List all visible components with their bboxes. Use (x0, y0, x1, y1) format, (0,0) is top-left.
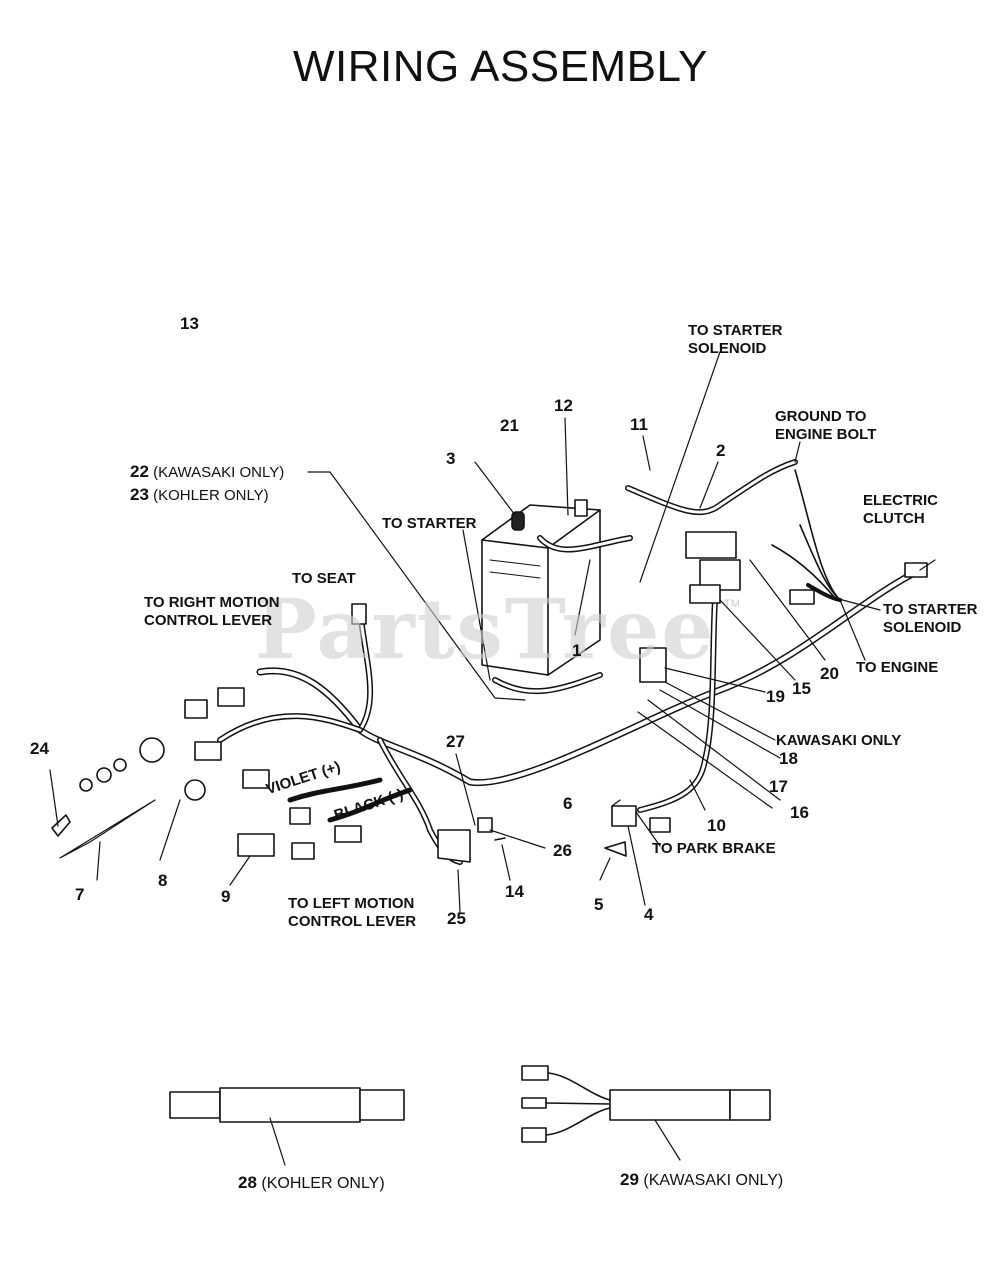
callout-19: 19 (766, 687, 785, 706)
callout-6: 6 (563, 794, 573, 813)
callout-23-row: 23 (KOHLER ONLY) (130, 486, 269, 505)
callout-23: 23 (130, 485, 149, 504)
label-kawasaki-only: KAWASAKI ONLY (776, 732, 902, 749)
callout-4: 4 (644, 905, 654, 924)
relay-block (685, 531, 741, 604)
callout-23-note: (KOHLER ONLY) (153, 487, 269, 504)
callout-11: 11 (630, 415, 648, 434)
engine-wires (771, 469, 928, 605)
callout-28: 28 (238, 1173, 257, 1192)
callout-12: 12 (554, 396, 573, 415)
label-to-park-brake: TO PARK BRAKE (652, 840, 776, 857)
callout-8: 8 (158, 871, 168, 890)
callout-13: 13 (180, 314, 199, 333)
label-electric-clutch: ELECTRIC CLUTCH (863, 492, 938, 527)
callout-18: 18 (779, 749, 798, 768)
left-connectors (51, 603, 367, 860)
label-to-starter-solenoid-right: TO STARTER SOLENOID (883, 601, 978, 636)
callout-29-row: 29 (KAWASAKI ONLY) (620, 1171, 783, 1190)
callout-14: 14 (505, 882, 524, 901)
callout-22-note: (KAWASAKI ONLY) (153, 464, 285, 481)
label-to-seat: TO SEAT (292, 570, 356, 587)
callout-27: 27 (446, 732, 465, 751)
callout-3: 3 (446, 449, 456, 468)
callout-9: 9 (221, 887, 231, 906)
label-to-engine: TO ENGINE (856, 659, 939, 676)
callout-1: 1 (572, 641, 582, 660)
callout-28-row: 28 (KOHLER ONLY) (238, 1174, 385, 1193)
battery-cables (492, 459, 798, 695)
callout-20: 20 (820, 664, 839, 683)
callout-29: 29 (620, 1170, 639, 1189)
harness-29 (521, 1065, 771, 1143)
label-to-left-motion-control-lever: TO LEFT MOTION CONTROL LEVER (288, 895, 417, 930)
callout-2: 2 (716, 441, 726, 460)
label-to-starter: TO STARTER (382, 515, 477, 532)
callout-22-row: 22 (KAWASAKI ONLY) (130, 463, 284, 482)
callout-25: 25 (447, 909, 466, 928)
callout-17: 17 (769, 777, 788, 796)
small-parts (437, 647, 671, 863)
harness-28 (169, 1087, 405, 1123)
callout-26: 26 (553, 841, 572, 860)
callout-16: 16 (790, 803, 809, 822)
leader-lines (49, 351, 936, 1166)
callout-10: 10 (707, 816, 726, 835)
page-title: WIRING ASSEMBLY (293, 42, 708, 91)
watermark: PartsTree (255, 582, 716, 678)
label-ground-to-engine-bolt: GROUND TO ENGINE BOLT (775, 408, 877, 443)
callout-7: 7 (75, 885, 85, 904)
callout-28-note: (KOHLER ONLY) (261, 1175, 385, 1192)
label-to-starter-solenoid-top: TO STARTER SOLENOID (688, 322, 783, 357)
callout-29-note: (KAWASAKI ONLY) (643, 1172, 784, 1189)
callout-5: 5 (594, 895, 604, 914)
main-harness (217, 566, 924, 865)
callout-24: 24 (30, 739, 49, 758)
callout-22: 22 (130, 462, 149, 481)
callout-21: 21 (500, 416, 519, 435)
callout-15: 15 (792, 679, 811, 698)
watermark-tm: TM (724, 598, 740, 610)
label-to-right-motion-control-lever: TO RIGHT MOTION CONTROL LEVER (144, 594, 280, 629)
